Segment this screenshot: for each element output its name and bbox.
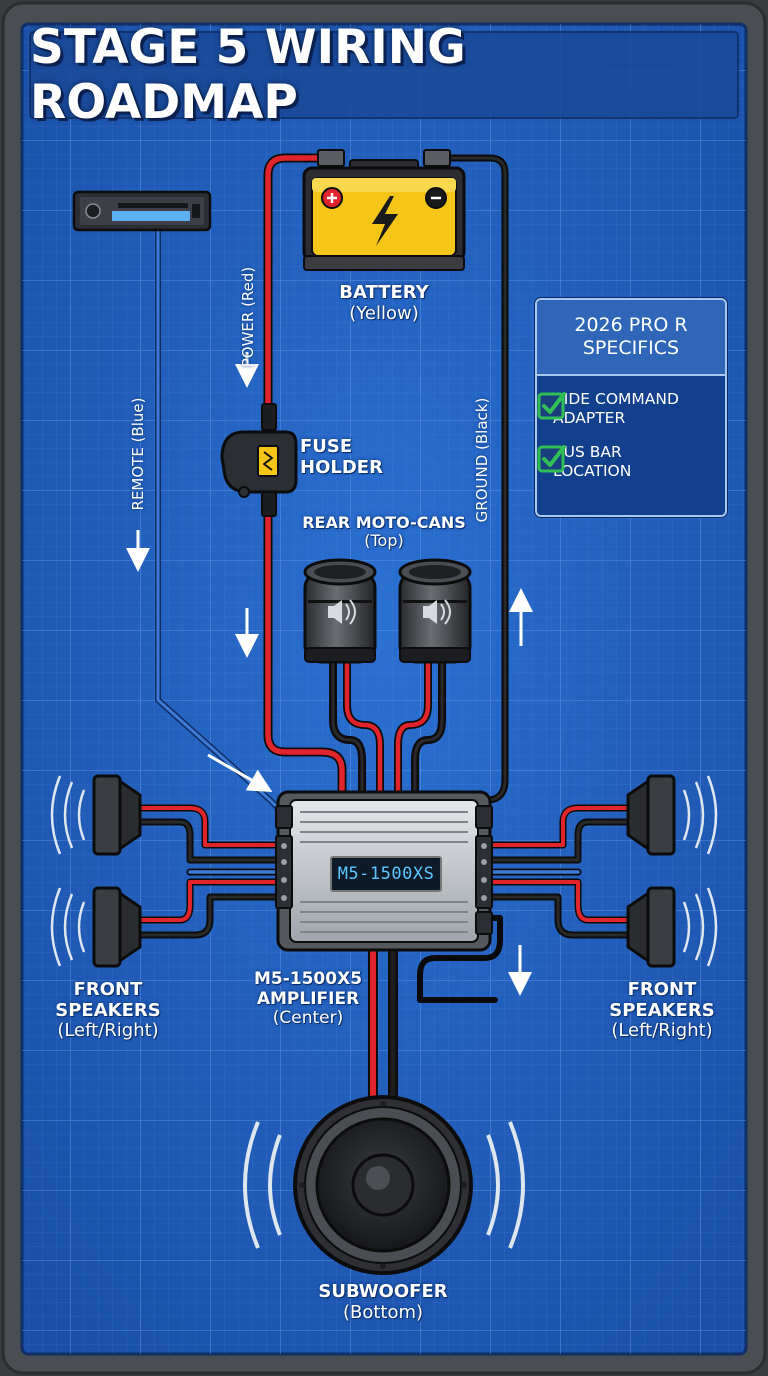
rear-moto-can-left [303,558,377,664]
lightning-icon [372,196,398,246]
fuse-label-line2: HOLDER [300,456,383,478]
battery [302,149,466,271]
amp-label-sub: (Center) [272,1008,344,1029]
checkbox-checked-icon [537,444,566,473]
rear-cans-label-sub: (Top) [364,531,404,551]
front-speaker-left-top [50,774,142,856]
amp-label-line1: M5-1500X5 [253,969,363,989]
fr-line1: FRONT [627,979,697,1000]
fr-line2: SPEAKERS [609,999,715,1021]
subwoofer-label-title: SUBWOOFER [318,1281,448,1302]
front-speaker-right-bottom [626,886,718,968]
specifics-item-1-line2: ADAPTER [553,409,626,428]
title-banner [29,31,739,119]
specifics-title: 2026 PRO R SPECIFICS [537,300,725,376]
sound-wave-icon [682,887,718,967]
battery-label-sub: (Yellow) [349,302,419,324]
sound-wave-icon [682,775,718,855]
amplifier-label: M5-1500X5 AMPLIFIER (Center) [228,969,388,1029]
rear-cans-label: REAR MOTO-CANS (Top) [292,513,476,551]
specifics-item-ride-command: RIDE COMMAND ADAPTER [537,390,725,429]
fuse-holder [220,403,298,517]
rear-cans-label-title: REAR MOTO-CANS [302,513,466,532]
wires [136,153,632,1100]
remote-into-amp-arrow [207,753,273,792]
specifics-item-2-line2: LOCATION [553,462,632,481]
subwoofer-label: SUBWOOFER (Bottom) [300,1281,466,1323]
sound-wave-icon [50,887,86,967]
specifics-title-line1: 2026 PRO R [574,314,688,337]
power-wire-label: POWER (Red) [239,266,257,368]
fuse-holder-label: FUSE HOLDER [300,436,390,478]
front-speakers-left-label: FRONT SPEAKERS (Left/Right) [40,979,176,1042]
battery-label: BATTERY (Yellow) [304,282,464,324]
specifics-item-bus-bar: BUS BAR LOCATION [537,443,725,482]
speaker-sound-icon [328,600,342,624]
checkbox-checked-icon [537,392,566,420]
battery-label-title: BATTERY [339,282,429,303]
amplifier-display: M5-1500XS [330,856,442,892]
specifics-title-line2: SPECIFICS [582,337,680,359]
front-speakers-right-label: FRONT SPEAKERS (Left/Right) [594,979,730,1042]
speaker-sound-icon [423,600,437,624]
specifics-panel: 2026 PRO R SPECIFICS RIDE COMMAND ADAPTE… [535,298,727,517]
front-speaker-right-top [626,774,718,856]
amp-label-line2: AMPLIFIER [256,988,360,1009]
ground-wire-label: GROUND (Black) [473,397,491,523]
flow-arrows [126,352,533,996]
sound-wave-icon [50,775,86,855]
rear-moto-can-right [398,558,472,664]
specifics-item-1-line1: RIDE COMMAND [553,390,679,408]
sound-wave-icon [243,1121,525,1249]
fl-line2: SPEAKERS [55,999,161,1021]
subwoofer [243,1095,525,1275]
fl-line1: FRONT [73,979,143,1000]
fuse-label-line1: FUSE [300,436,353,457]
volume-knob-icon [85,203,101,219]
front-speaker-left-bottom [50,886,142,968]
head-unit [72,190,212,232]
subwoofer-label-sub: (Bottom) [342,1301,424,1323]
remote-wire-label: REMOTE (Blue) [129,397,147,511]
fr-sub: (Left/Right) [611,1020,713,1042]
page-title: STAGE 5 WIRING ROADMAP [30,20,466,130]
specifics-item-2-line1: BUS BAR [553,442,622,461]
fl-sub: (Left/Right) [57,1020,159,1042]
